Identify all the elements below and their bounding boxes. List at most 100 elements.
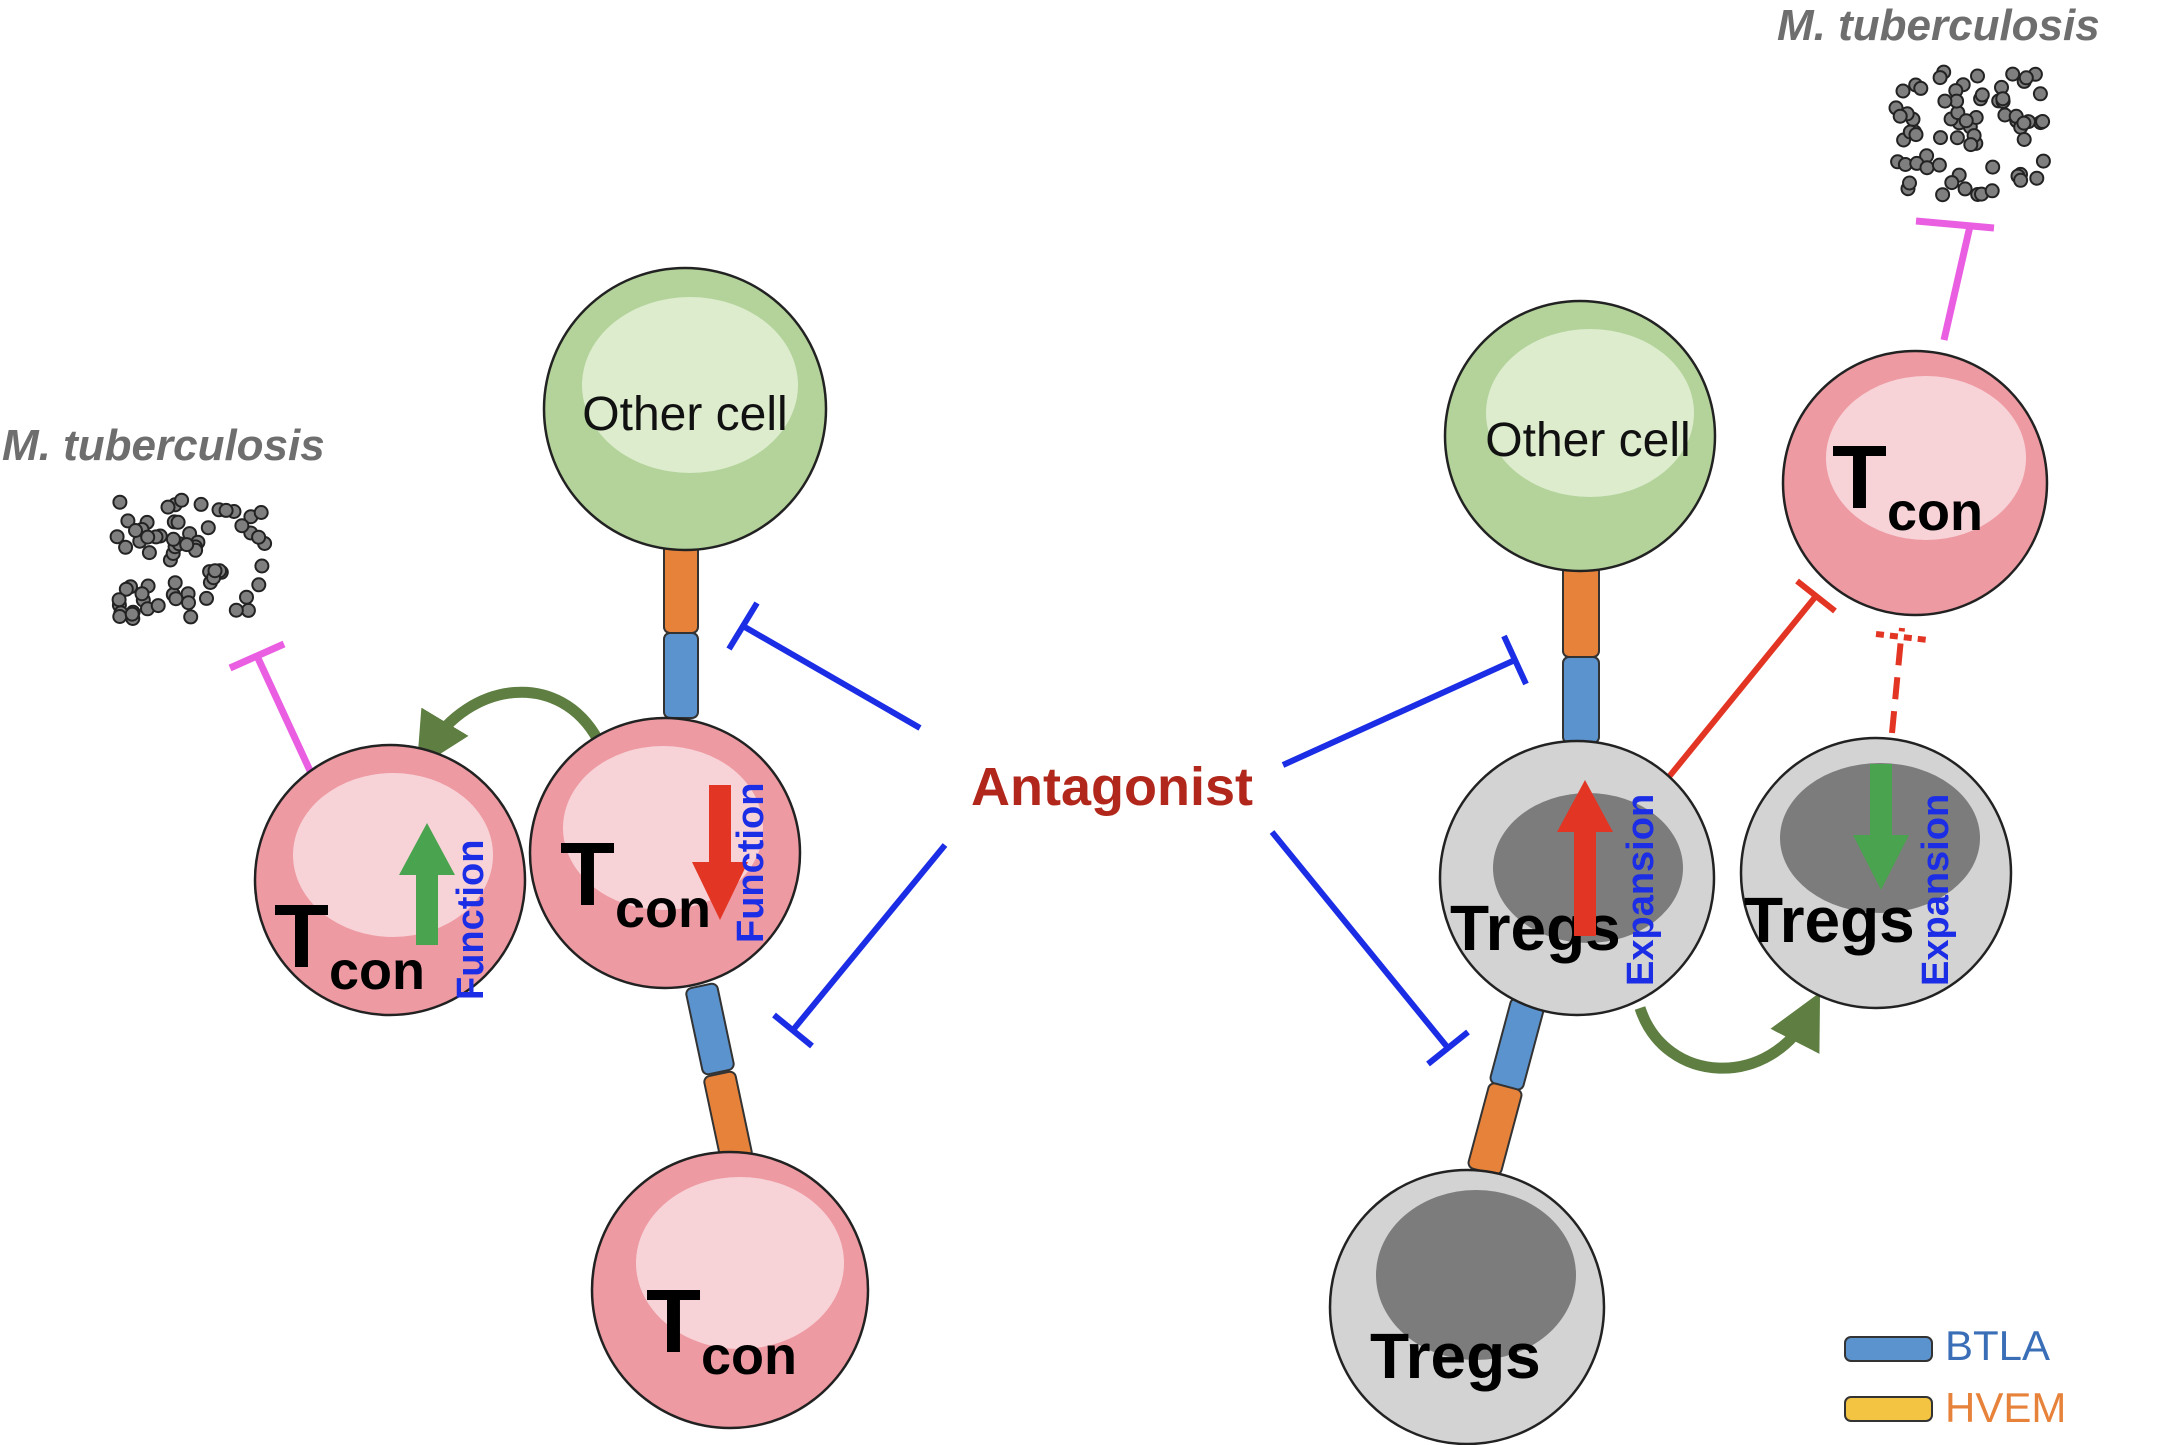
bacterium-icon xyxy=(150,598,166,614)
inhibit-bar-treg-solid xyxy=(1795,578,1837,614)
bacterium-icon xyxy=(2018,70,2034,86)
bacterium-icon xyxy=(128,523,143,538)
bacterium-icon xyxy=(1913,80,1929,96)
tcon-cell-center: Tcon Function xyxy=(528,716,802,990)
bacterium-icon xyxy=(183,609,199,625)
bacterium-icon xyxy=(2005,66,2021,82)
tcon-cell-left: Tcon Function xyxy=(253,743,527,1017)
receptor-pair-left-bottom xyxy=(685,982,753,1164)
bacterium-icon xyxy=(1958,113,1974,129)
expansion-label-right: Expansion xyxy=(1915,794,1957,986)
bacterium-icon xyxy=(112,609,128,624)
tcon-main-right: T xyxy=(1832,428,1887,528)
inhibit-line-right-top xyxy=(1281,657,1517,768)
inhibit-bar-right-top xyxy=(1501,634,1529,686)
bacterium-icon xyxy=(199,590,214,606)
bacterium-icon xyxy=(239,589,254,605)
inhibit-line-treg-solid xyxy=(1665,594,1819,780)
bacterium-icon xyxy=(165,531,181,547)
tcon-mtb-inhibitions xyxy=(228,217,1995,790)
bacterium-icon xyxy=(2016,115,2032,131)
bacterium-icon xyxy=(141,545,157,561)
bacterium-icon xyxy=(111,592,127,608)
bacterium-icon xyxy=(134,586,150,602)
bacterium-icon xyxy=(200,520,216,536)
bacterium-icon xyxy=(251,529,267,545)
bacterium-icon xyxy=(207,563,223,579)
tcon-cell-bottom: Tcon xyxy=(590,1150,870,1430)
bacterium-icon xyxy=(193,496,209,512)
inhibit-bar-treg-dashed xyxy=(1875,631,1929,643)
inhibit-bar-right-bottom xyxy=(1426,1029,1470,1067)
bacterium-icon xyxy=(179,537,195,553)
receptor-pair-right-top xyxy=(1562,564,1600,744)
bacterium-icon xyxy=(140,529,156,545)
legend-swatch-hvem xyxy=(1844,1396,1933,1422)
bacterium-icon xyxy=(228,602,244,618)
bacterium-icon xyxy=(1995,91,2011,107)
bacterium-icon xyxy=(1919,160,1935,176)
inhibit-line-left-top xyxy=(741,623,922,731)
bacterium-icon xyxy=(2029,170,2045,186)
up-arrow-green-left xyxy=(399,823,455,945)
bacterium-icon xyxy=(167,575,183,591)
bacterium-icon xyxy=(240,602,256,618)
bacterium-icon xyxy=(1892,108,1908,124)
tcon-sub-center: con xyxy=(615,879,711,939)
bacterium-icon xyxy=(120,513,136,529)
bacterium-icon xyxy=(253,505,269,520)
bacterium-icon xyxy=(1935,187,1951,203)
inhibit-line-left-bottom xyxy=(790,843,948,1032)
tcon-sub-bottom: con xyxy=(701,1326,797,1386)
other-cell-left: Other cell xyxy=(542,266,828,552)
other-cell-right: Other cell xyxy=(1443,299,1717,573)
tregs-cell-bottom: Tregs xyxy=(1328,1168,1606,1445)
mtb-cluster-right xyxy=(1888,64,2051,203)
bacterium-icon xyxy=(124,606,140,622)
bacterium-icon xyxy=(160,499,176,515)
bacterium-icon xyxy=(2035,114,2051,129)
other-cell-label-right: Other cell xyxy=(1485,414,1690,467)
tregs-cell-right: Tregs Expansion xyxy=(1739,736,2013,1010)
bacterium-icon xyxy=(1895,83,1911,99)
antagonist-inhibitions xyxy=(726,601,1529,1067)
tcon-main-center: T xyxy=(560,825,615,925)
antagonist-label: Antagonist xyxy=(971,757,1253,817)
up-arrow-red-tregs xyxy=(1557,780,1613,936)
function-label-left: Function xyxy=(450,840,492,1000)
curved-arrow-left xyxy=(416,686,603,769)
bacterium-icon xyxy=(1974,87,1990,103)
bacterium-icon xyxy=(112,494,128,510)
bacterium-icon xyxy=(1949,130,1965,146)
bacterium-icon xyxy=(1963,137,1979,153)
svg-text:Tcon: Tcon xyxy=(1832,428,1983,542)
bacterium-icon xyxy=(2016,132,2032,147)
bacterium-icon xyxy=(1970,68,1985,84)
svg-text:Tcon: Tcon xyxy=(274,887,425,1001)
legend-swatch-btla xyxy=(1844,1336,1933,1362)
inhibit-bar-left-bottom xyxy=(772,1012,814,1049)
bacterium-icon xyxy=(1937,93,1953,109)
inhibit-line-treg-dashed xyxy=(1889,627,1905,734)
inhibit-bar-left-top xyxy=(726,601,760,651)
bacterium-icon xyxy=(168,591,184,607)
other-cell-label-left: Other cell xyxy=(582,388,787,441)
tcon-main-left: T xyxy=(274,887,329,987)
bacterium-icon xyxy=(1931,157,1947,173)
bacterium-icon xyxy=(2013,172,2029,188)
bacterium-icon xyxy=(1932,70,1948,86)
tcon-sub-right: con xyxy=(1887,482,1983,542)
pathogen-label-left: M. tuberculosis xyxy=(2,421,325,470)
inhibit-line-mtb-right xyxy=(1940,225,1974,341)
mtb-cluster-left xyxy=(109,492,273,626)
pathogen-label-right: M. tuberculosis xyxy=(1777,1,2100,50)
bacterium-icon xyxy=(170,514,186,530)
bacterium-icon xyxy=(2032,86,2048,102)
down-arrow-red-center xyxy=(692,785,748,920)
inhibit-bar-mtb-left xyxy=(228,640,286,672)
expansion-label-center: Expansion xyxy=(1620,794,1662,986)
bacterium-icon xyxy=(1933,130,1948,146)
curved-arrow-right xyxy=(1634,992,1821,1074)
tregs-label-right: Tregs xyxy=(1744,884,1915,956)
legend-label-hvem: HVEM xyxy=(1945,1384,2066,1431)
